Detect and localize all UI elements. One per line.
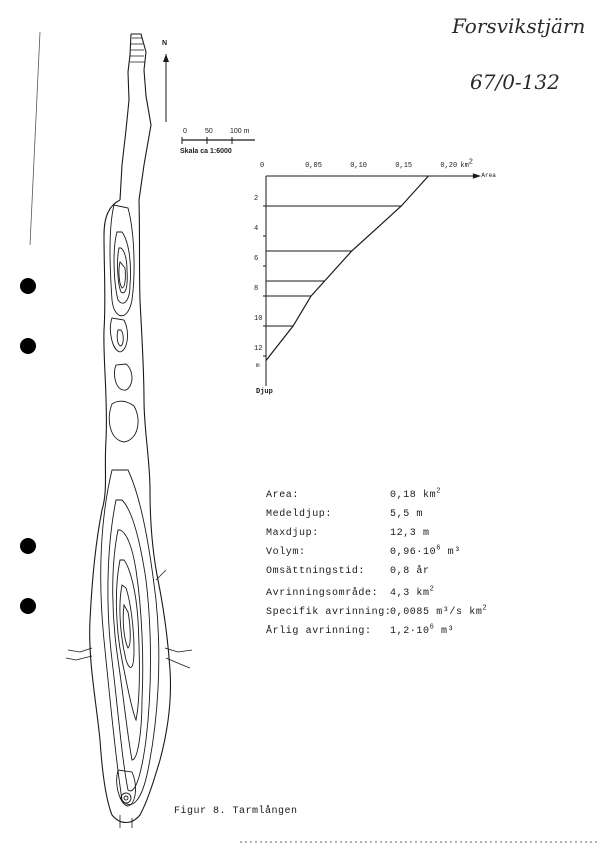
side-stream xyxy=(65,647,93,661)
stat-value: 0,96·106 m³ xyxy=(390,544,461,558)
scale-tick-label: 0 xyxy=(183,128,187,135)
stat-row-specific-runoff: Specifik avrinning: 0,0085 m³/s km2 xyxy=(266,604,506,623)
stat-value: 0,0085 m³/s km2 xyxy=(390,604,488,618)
area-tick-label: 0,15 xyxy=(395,162,413,170)
depth-contour xyxy=(117,247,128,294)
area-axis-arrow xyxy=(472,173,481,179)
stat-value: 1,2·106 m³ xyxy=(390,623,455,637)
depth-axis-label: Djup xyxy=(256,388,273,396)
stat-value: 0,8 år xyxy=(390,566,430,577)
stat-row-turnover-time: Omsättningstid: 0,8 år xyxy=(266,566,506,582)
area-tick-label: 0,20 xyxy=(440,162,458,170)
scale-tick-label: 100 m xyxy=(230,128,250,135)
stat-value: 12,3 m xyxy=(390,528,430,539)
depth-tick-label: 4 xyxy=(254,225,259,233)
depth-contour xyxy=(100,469,160,806)
depth-contour xyxy=(118,261,126,289)
stat-row-volume: Volym: 0,96·106 m³ xyxy=(266,544,506,563)
stat-value: 0,18 km2 xyxy=(390,487,442,501)
depth-tick-label: 12 xyxy=(254,345,263,353)
scale-bar xyxy=(181,137,255,144)
side-stream xyxy=(155,569,167,581)
depth-contour xyxy=(115,559,140,722)
figure-caption: Figur 8. Tarmlången xyxy=(174,806,298,817)
depth-contour xyxy=(109,317,128,353)
stat-label: Maxdjup: xyxy=(266,528,319,539)
stat-value: 4,3 km2 xyxy=(390,585,435,599)
north-label: N xyxy=(162,40,168,47)
punch-hole xyxy=(20,338,36,354)
stat-label: Volym: xyxy=(266,547,306,558)
inflow-stream xyxy=(131,33,152,201)
area-tick-label: 0 xyxy=(260,162,265,170)
depth-contour xyxy=(122,603,131,649)
depth-contour xyxy=(108,400,139,443)
depth-tick-label: 2 xyxy=(254,195,259,203)
depth-tick-label: 10 xyxy=(254,315,263,323)
side-stream xyxy=(164,647,193,669)
deepest-point-marker xyxy=(120,792,132,804)
area-unit-label: km2 xyxy=(460,158,473,170)
bathymetric-map xyxy=(65,33,193,828)
depth-contour xyxy=(109,204,135,317)
hypsographic-curve xyxy=(265,175,429,361)
hypsographic-curve-chart xyxy=(263,173,481,386)
depth-contour xyxy=(116,769,136,807)
outflow-stream xyxy=(119,815,133,828)
handwritten-reference-code: 67/0-132 xyxy=(470,70,560,94)
scale-tick-label: 50 xyxy=(205,128,213,135)
depth-tick-label: 6 xyxy=(254,255,259,263)
depth-unit-label: m xyxy=(256,361,260,369)
stat-row-mean-depth: Medeldjup: 5,5 m xyxy=(266,509,506,525)
stat-value: 5,5 m xyxy=(390,509,424,520)
area-axis-label: Area xyxy=(481,172,496,179)
lake-statistics: Area: 0,18 km2 Medeldjup: 5,5 m Maxdjup:… xyxy=(266,487,526,650)
stat-row-max-depth: Maxdjup: 12,3 m xyxy=(266,528,506,544)
stat-row-catchment-area: Avrinningsområde: 4,3 km2 xyxy=(266,585,506,604)
depth-contour xyxy=(114,363,133,391)
depth-contour xyxy=(116,329,124,347)
bottom-dotted-rule xyxy=(240,841,598,843)
stat-row-area: Area: 0,18 km2 xyxy=(266,487,506,506)
punch-hole xyxy=(20,598,36,614)
depth-contour xyxy=(113,231,131,304)
stat-label: Omsättningstid: xyxy=(266,566,366,577)
area-tick-label: 0,10 xyxy=(350,162,367,170)
depth-contour xyxy=(107,499,151,792)
shoreline xyxy=(89,199,172,824)
stat-label: Medeldjup: xyxy=(266,509,333,520)
handwritten-lake-name: Forsvikstjärn xyxy=(452,14,586,38)
stat-label: Area: xyxy=(266,490,300,501)
scale-caption: Skala ca 1:6000 xyxy=(180,148,232,155)
stat-label: Årlig avrinning: xyxy=(266,626,372,637)
depth-tick-label: 8 xyxy=(254,285,259,293)
area-tick-label: 0,05 xyxy=(305,162,322,170)
depth-contour xyxy=(119,584,135,668)
punch-hole xyxy=(20,538,36,554)
stat-label: Specifik avrinning: xyxy=(266,607,392,618)
stat-row-annual-runoff: Årlig avrinning: 1,2·106 m³ xyxy=(266,623,506,642)
depth-contour xyxy=(112,529,144,761)
margin-line xyxy=(29,31,41,246)
stat-label: Avrinningsområde: xyxy=(266,588,379,599)
punch-hole xyxy=(20,278,36,294)
north-arrow-icon xyxy=(163,54,169,122)
